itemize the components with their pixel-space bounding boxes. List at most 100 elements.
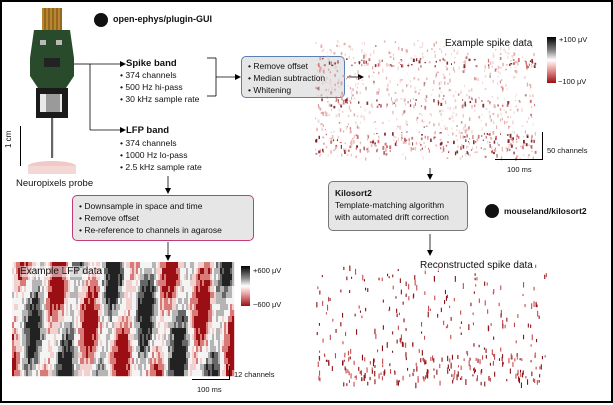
spike-tick <box>448 368 450 371</box>
lfp-cell <box>120 304 123 311</box>
spike-speckle <box>524 130 526 134</box>
lfp-cell <box>54 322 57 329</box>
spike-speckle <box>319 56 322 61</box>
lfp-cell <box>220 286 223 293</box>
lfp-cell <box>204 304 207 311</box>
lfp-cell <box>140 262 143 269</box>
spike-speckle <box>352 137 354 140</box>
lfp-cell <box>84 346 87 353</box>
lfp-cell <box>70 358 73 365</box>
spike-speckle <box>462 126 465 131</box>
lfp-cell <box>122 340 125 347</box>
lfp-cell <box>148 346 151 353</box>
lfp-cell <box>68 286 71 293</box>
spike-speckle <box>344 142 346 144</box>
lfp-cell <box>144 358 147 365</box>
lfp-cell <box>214 298 217 305</box>
lfp-cell <box>72 280 75 287</box>
spike-tick <box>348 357 350 362</box>
spike-speckle <box>321 98 323 102</box>
spike-speckle <box>376 99 378 102</box>
spike-tick <box>402 375 404 381</box>
spike-tick <box>544 274 546 279</box>
lfp-cell <box>74 334 77 341</box>
spike-speckle <box>437 71 439 74</box>
lfp-cell <box>170 274 173 281</box>
lfp-cell <box>196 352 199 359</box>
lfp-cell <box>168 364 171 371</box>
spike-speckle <box>392 64 395 68</box>
lfp-cell <box>182 310 185 317</box>
lfp-cell <box>154 262 157 269</box>
spike-tick <box>319 377 321 382</box>
lfp-cell <box>176 346 179 353</box>
lfp-cell <box>212 298 215 305</box>
lfp-cell <box>44 274 47 281</box>
spike-speckle <box>434 51 436 53</box>
spike-tick <box>520 369 522 373</box>
lfp-cell <box>42 364 45 371</box>
lfp-cell <box>172 316 175 323</box>
spike-speckle <box>329 137 331 140</box>
spike-speckle <box>494 105 496 108</box>
spike-tick <box>421 350 423 356</box>
lfp-cell <box>116 340 119 347</box>
spike-tick <box>466 350 468 355</box>
lfp-cell <box>208 304 211 311</box>
spike-tick <box>460 321 462 324</box>
lfp-cell <box>68 346 71 353</box>
lfp-cell <box>170 340 173 347</box>
lfp-cell <box>120 298 123 305</box>
lfp-cell <box>124 358 127 365</box>
lfp-cell <box>24 310 27 317</box>
lfp-data-title: Example LFP data <box>20 266 103 277</box>
lfp-cell <box>168 268 171 275</box>
lfp-cell <box>134 346 137 353</box>
spike-speckle <box>401 48 403 52</box>
spike-speckle <box>478 96 480 100</box>
lfp-cell <box>114 274 117 281</box>
spike-speckle <box>500 67 502 69</box>
lfp-cell <box>106 298 109 305</box>
spike-speckle <box>419 46 421 49</box>
spike-speckle <box>319 155 321 157</box>
lfp-cell <box>172 358 175 365</box>
spike-speckle <box>437 99 439 104</box>
lfp-cell <box>80 322 83 329</box>
spike-speckle <box>515 147 517 150</box>
lfp-cell <box>222 274 225 281</box>
spike-speckle <box>456 139 458 141</box>
lfp-cell <box>48 280 51 287</box>
lfp-cell <box>220 310 223 317</box>
spike-tick <box>477 358 479 363</box>
spike-speckle <box>461 144 463 148</box>
lfp-cell <box>182 280 185 287</box>
lfp-cell <box>222 334 225 341</box>
lfp-cell <box>140 274 143 281</box>
spike-speckle <box>349 87 351 90</box>
lfp-cell <box>172 310 175 317</box>
lfp-cell <box>182 304 185 311</box>
lfp-cell <box>86 298 89 305</box>
spike-speckle <box>476 139 479 141</box>
lfp-cell <box>198 358 201 365</box>
lfp-cell <box>114 286 117 293</box>
spike-speckle <box>350 153 352 157</box>
spike-speckle <box>444 100 447 105</box>
spike-speckle <box>326 146 328 148</box>
lfp-cell <box>150 364 153 371</box>
lfp-cell <box>14 322 17 329</box>
spike-tick <box>500 309 502 316</box>
spike-speckle <box>409 104 412 107</box>
lfp-cell <box>64 292 67 299</box>
lfp-cell <box>90 346 93 353</box>
lfp-cell <box>70 328 73 335</box>
lfp-cell <box>42 274 45 281</box>
lfp-cell <box>38 310 41 317</box>
spike-speckle <box>416 122 419 124</box>
spike-speckle <box>341 94 344 98</box>
lfp-cell <box>118 328 121 335</box>
spike-tick <box>485 355 487 359</box>
spike-tick <box>519 358 521 361</box>
lfp-cell <box>116 364 119 371</box>
